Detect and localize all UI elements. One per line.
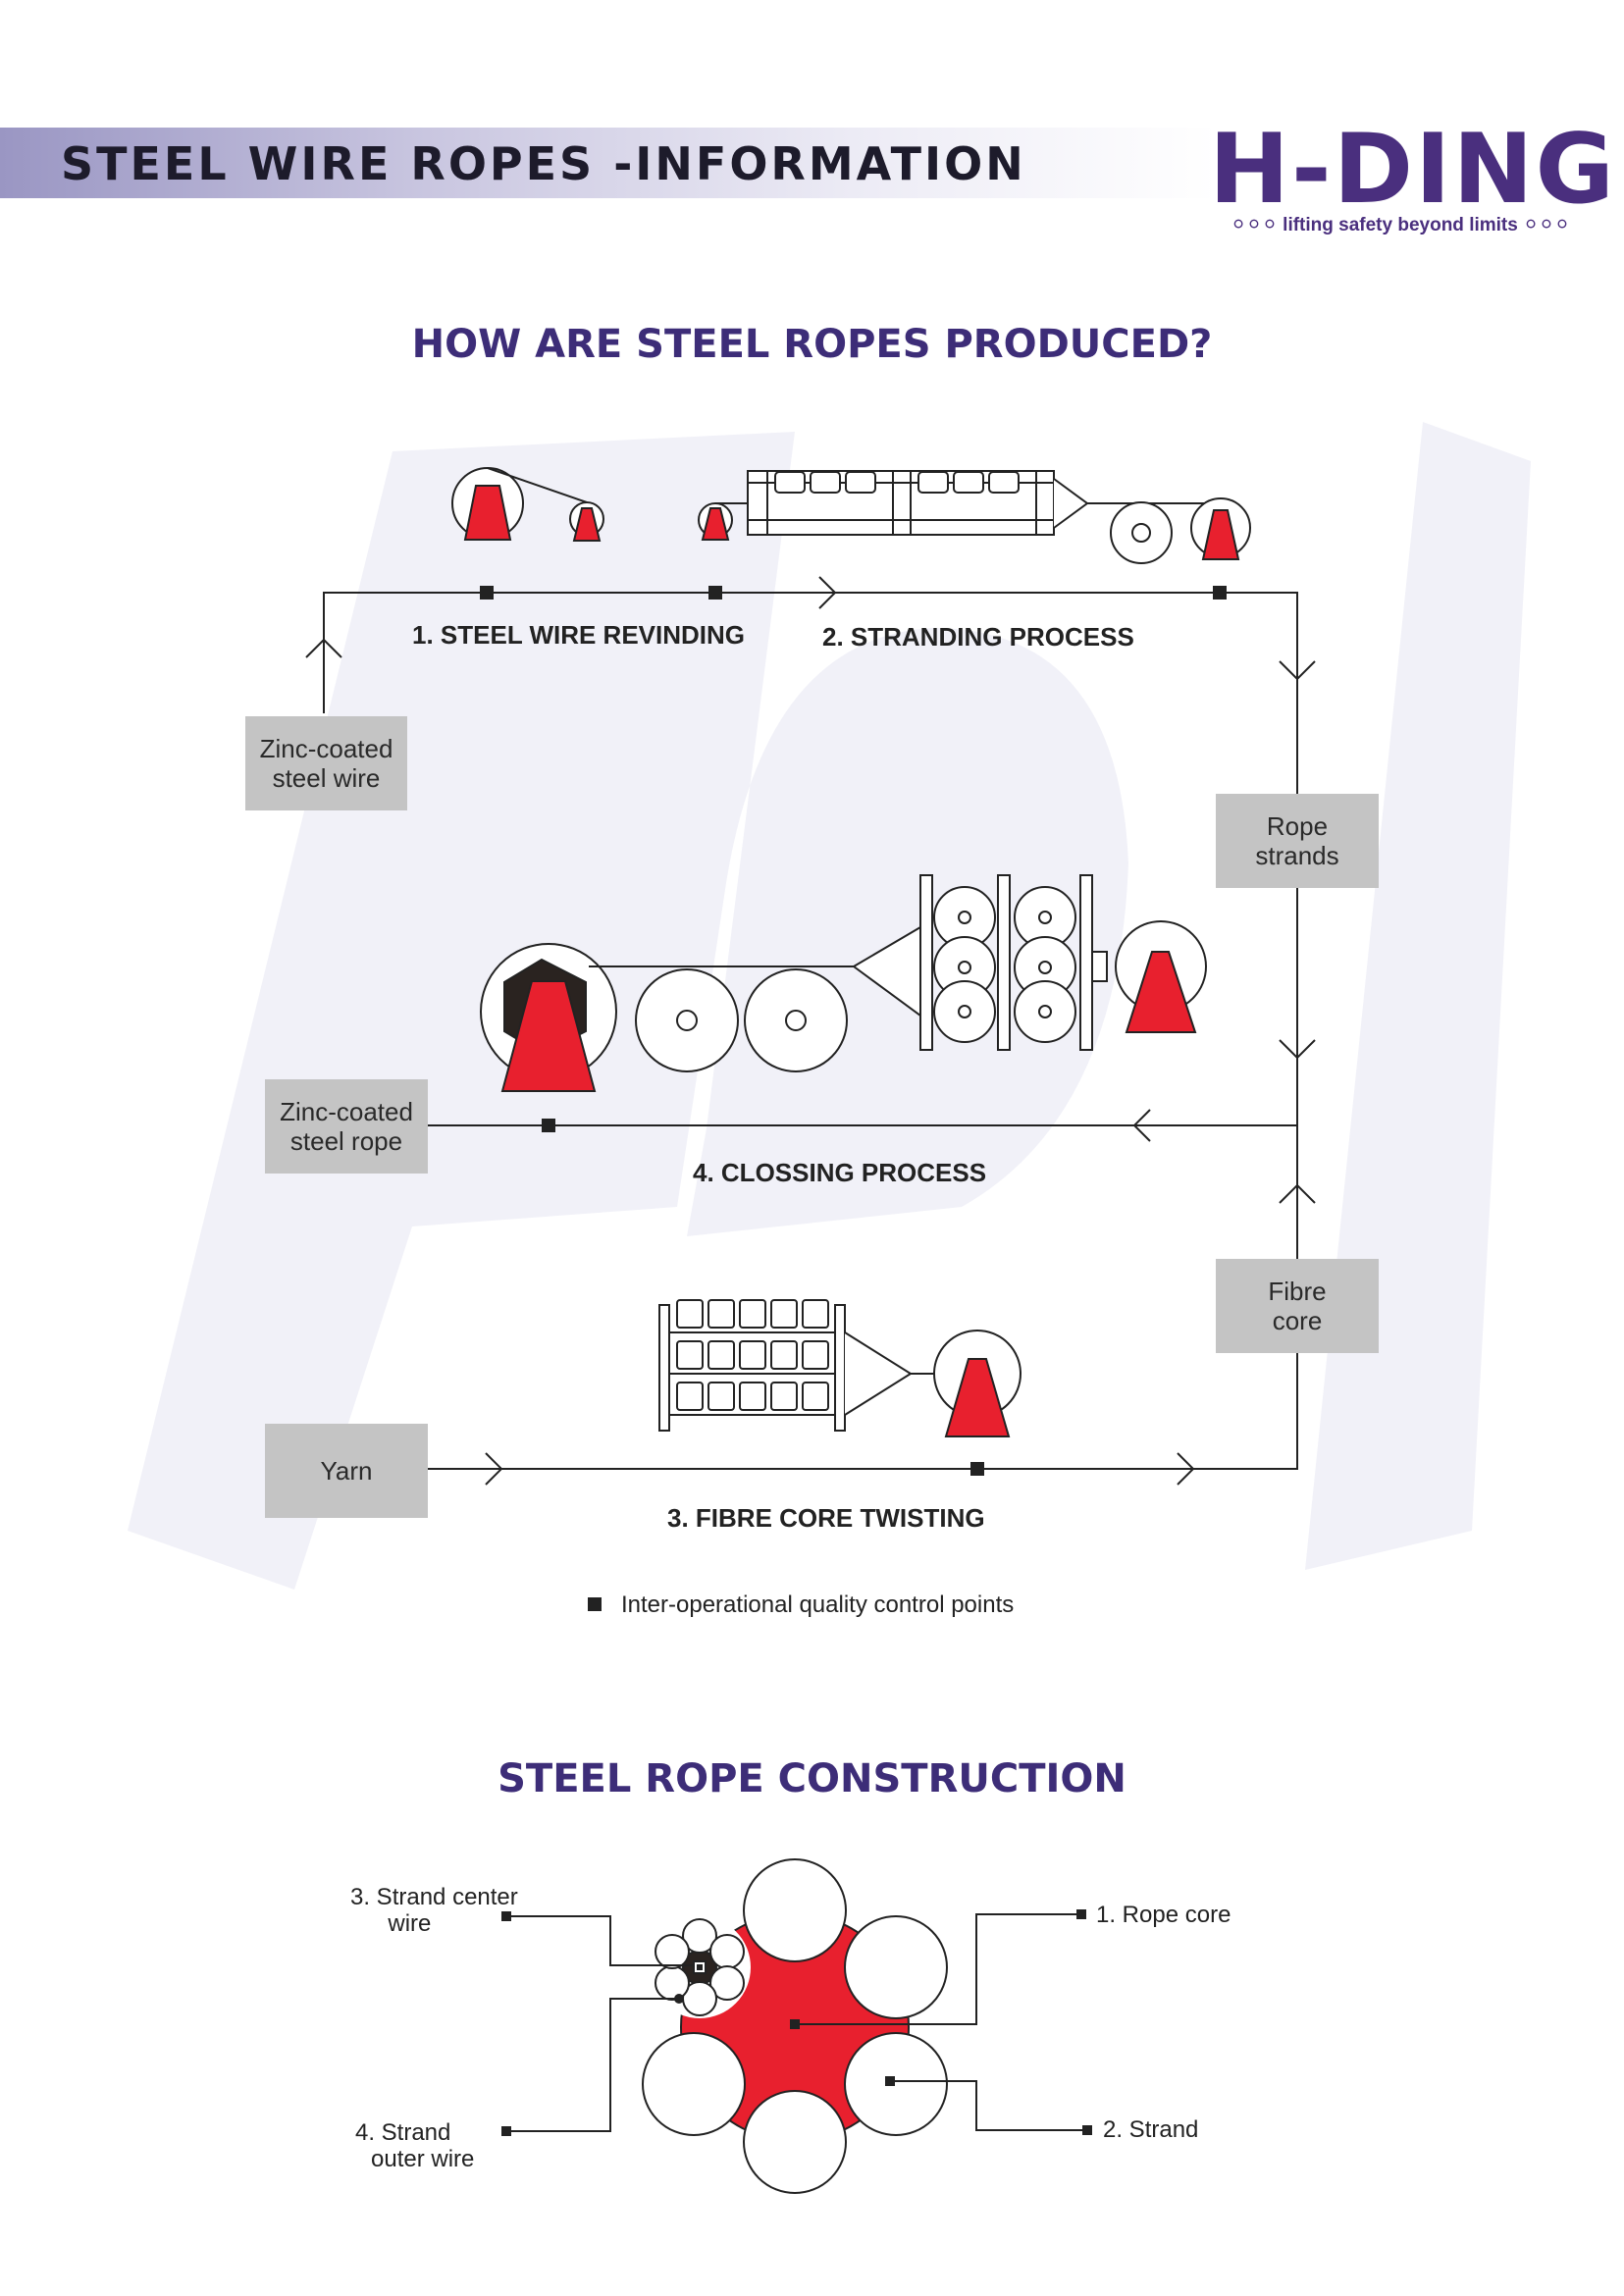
flow-line-top (323, 592, 1298, 1470)
legend-text: Inter-operational quality control points (621, 1592, 1015, 1618)
arrow-right-yarn2 (1177, 1452, 1195, 1486)
legend-marker (588, 1597, 602, 1611)
rope-cross-section (642, 1858, 948, 2194)
callout-dot (790, 2019, 800, 2029)
qc-point (542, 1119, 555, 1132)
callout-dot (1076, 1909, 1086, 1919)
callout-rope-core: 1. Rope core (1096, 1902, 1231, 1928)
callout-lines (506, 1913, 1087, 2132)
step-fibre-core-label: 3. FIBRE CORE TWISTING (667, 1503, 985, 1533)
qc-point (480, 586, 494, 600)
chain-icon: ⚪⚪⚪ (1517, 215, 1570, 235)
callout-strand: 2. Strand (1103, 2116, 1199, 2143)
step-revinding-label: 1. STEEL WIRE REVINDING (412, 620, 746, 650)
arrow-up-left (305, 638, 342, 658)
callout-dot (1082, 2125, 1092, 2135)
arrow-right-top (818, 576, 837, 609)
revinding-machine (451, 467, 604, 542)
header-band (0, 128, 1217, 198)
qc-point (1213, 586, 1227, 600)
callout-dot (885, 2076, 895, 2086)
arrow-up-right (1279, 1183, 1316, 1204)
logo-wordmark: H-DING (1209, 114, 1616, 226)
step-stranding-label: 2. STRANDING PROCESS (822, 622, 1134, 652)
brand-logo: H-DING ⚪⚪⚪ lifting safety beyond limits … (1209, 116, 1614, 243)
chain-icon: ⚪⚪⚪ (1231, 215, 1283, 235)
arrow-right-yarn1 (485, 1452, 503, 1486)
callout-strand-outer-wire: 4. Strand outer wire (354, 2119, 475, 2172)
production-heading: HOW ARE STEEL ROPES PRODUCED? (411, 322, 1213, 367)
qc-point (970, 1462, 984, 1476)
arrow-down-right1 (1279, 660, 1316, 681)
page-title: STEEL WIRE ROPES -INFORMATION (61, 137, 1026, 190)
qc-point (708, 586, 722, 600)
callout-dot (501, 1911, 511, 1921)
stranding-machine (698, 470, 1251, 564)
step-closing-label: 4. CLOSSING PROCESS (693, 1158, 987, 1187)
callout-strand-center-wire: 3. Strand center wire (350, 1884, 518, 1937)
construction-heading: STEEL ROPE CONSTRUCTION (498, 1756, 1126, 1801)
input-yarn: Yarn (265, 1424, 428, 1518)
callout-dot (501, 2126, 511, 2136)
arrow-left-closing (1132, 1109, 1151, 1142)
callout-dot (674, 1994, 684, 2004)
logo-tagline: ⚪⚪⚪ lifting safety beyond limits ⚪⚪⚪ (1231, 215, 1570, 235)
fibre-core-machine (658, 1299, 1022, 1437)
arrow-down-right2 (1279, 1039, 1316, 1060)
closing-machine (480, 874, 1207, 1092)
